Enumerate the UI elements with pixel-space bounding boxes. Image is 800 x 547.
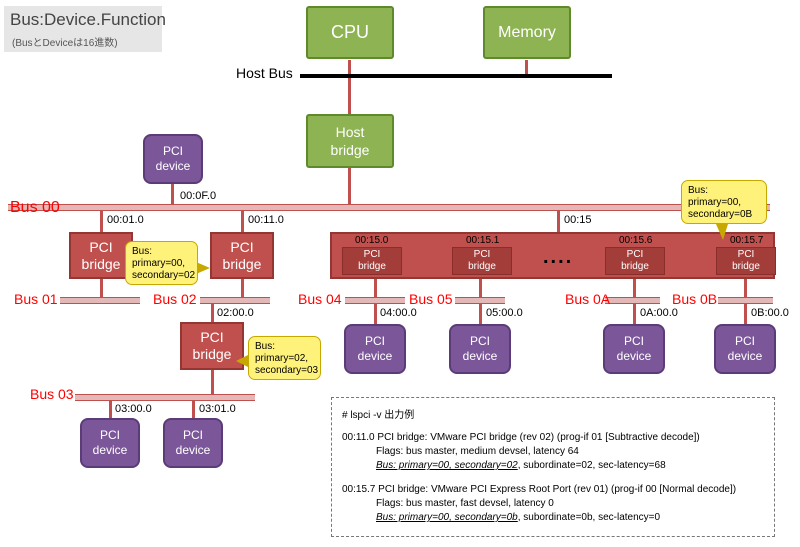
- legend-subtitle: (BusとDeviceは16進数): [12, 38, 118, 49]
- pci-bridge-group-00-15: [330, 232, 775, 279]
- wire-0a-dev: [633, 302, 636, 324]
- bus-0a-label: Bus 0A: [565, 291, 611, 307]
- inner-bridge-2-addr: 00:15.6: [619, 235, 653, 246]
- wire-bus03: [211, 370, 214, 396]
- ellipsis: ....: [543, 246, 574, 268]
- wire-bus04: [374, 278, 377, 300]
- wire-05-dev: [479, 302, 482, 324]
- bus-00-line: [8, 204, 770, 211]
- inner-bridge-1-addr: 00:15.1: [466, 235, 500, 246]
- wire-bus05: [479, 278, 482, 300]
- inner-bridge-0-addr: 00:15.0: [355, 235, 389, 246]
- lspci-entry1-line1: 00:11.0 PCI bridge: VMware PCI bridge (r…: [342, 432, 700, 443]
- wire-bus02: [241, 278, 244, 300]
- wire-bus0a: [633, 278, 636, 300]
- wire-0b-dev: [744, 302, 747, 324]
- wire-04-dev: [374, 302, 377, 324]
- legend-title: Bus:Device.Function: [10, 10, 166, 29]
- addr-03-01-0: 03:01.0: [199, 403, 236, 415]
- bus-0b-label: Bus 0B: [672, 291, 718, 307]
- bus-0b-line: [718, 297, 773, 304]
- addr-0a-00-0: 0A:00.0: [640, 307, 678, 319]
- callout-3-tail: [716, 224, 728, 240]
- callout-1-tail: [196, 262, 210, 274]
- wire-memory: [525, 60, 528, 76]
- addr-05-00-0: 05:00.0: [486, 307, 523, 319]
- bus-02-label: Bus 02: [153, 291, 197, 307]
- bus-00-label: Bus 00: [10, 199, 60, 216]
- wire-03-00: [109, 398, 112, 418]
- wire-cpu: [348, 60, 351, 115]
- inner-bridge-3-addr: 00:15.7: [730, 235, 764, 246]
- addr-00-01-0: 00:01.0: [107, 214, 144, 226]
- addr-02-00-0: 02:00.0: [217, 307, 254, 319]
- cpu-box: CPU: [306, 6, 394, 59]
- bus-04-label: Bus 04: [298, 291, 342, 307]
- callout-2-tail: [236, 355, 248, 367]
- lspci-heading: # lspci -v 出力例: [342, 410, 415, 421]
- addr-00-0f-0: 00:0F.0: [180, 190, 217, 202]
- addr-00-11-0: 00:11.0: [248, 214, 284, 226]
- lspci-entry1-line2: Flags: bus master, medium devsel, latenc…: [376, 446, 579, 457]
- wire-bus01: [100, 278, 103, 300]
- bus-01-line: [60, 297, 140, 304]
- legend-box: [4, 6, 162, 52]
- addr-00-15: 00:15: [564, 214, 592, 226]
- wire-03-01: [192, 398, 195, 418]
- host-bus-line: [300, 74, 612, 78]
- bus-02-line: [200, 297, 270, 304]
- bus-04-line: [345, 297, 405, 304]
- wire-00-11: [241, 210, 244, 232]
- bus-0a-line: [605, 297, 660, 304]
- wire-bus0b: [744, 278, 747, 300]
- bus-05-label: Bus 05: [409, 291, 453, 307]
- lspci-entry2-bus-underlined: Bus: primary=00, secondary=0b: [376, 512, 518, 523]
- addr-03-00-0: 03:00.0: [115, 403, 152, 415]
- lspci-entry1-line3: Bus: primary=00, secondary=02, subordina…: [376, 460, 666, 471]
- lspci-entry2-line1: 00:15.7 PCI bridge: VMware PCI Express R…: [342, 484, 737, 495]
- lspci-entry1-bus-underlined: Bus: primary=00, secondary=02: [376, 460, 518, 471]
- lspci-entry2-rest: , subordinate=0b, sec-latency=0: [517, 512, 661, 523]
- lspci-entry1-rest: , subordinate=02, sec-latency=68: [517, 460, 666, 471]
- wire-dev-0f: [171, 184, 174, 206]
- addr-0b-00-0: 0B:00.0: [751, 307, 789, 319]
- lspci-entry2-line3: Bus: primary=00, secondary=0b, subordina…: [376, 512, 660, 523]
- host-bus-label: Host Bus: [236, 65, 293, 81]
- bus-03-line: [75, 394, 255, 401]
- callout-bus-00-02: Bus:primary=00,secondary=02: [125, 241, 198, 285]
- lspci-output-box: # lspci -v 出力例 00:11.0 PCI bridge: VMwar…: [331, 397, 775, 537]
- addr-04-00-0: 04:00.0: [380, 307, 417, 319]
- wire-00-15: [557, 210, 560, 232]
- bus-03-label: Bus 03: [30, 386, 74, 402]
- lspci-entry2-line2: Flags: bus master, fast devsel, latency …: [376, 498, 554, 509]
- bus-01-label: Bus 01: [14, 291, 58, 307]
- wire-02-00: [211, 302, 214, 322]
- memory-box: Memory: [483, 6, 571, 59]
- callout-bus-02-03: Bus:primary=02,secondary=03: [248, 336, 321, 380]
- bus-05-line: [455, 297, 505, 304]
- callout-bus-00-0b: Bus:primary=00,secondary=0B: [681, 180, 767, 224]
- wire-hostbridge: [348, 168, 351, 206]
- wire-00-01: [100, 210, 103, 232]
